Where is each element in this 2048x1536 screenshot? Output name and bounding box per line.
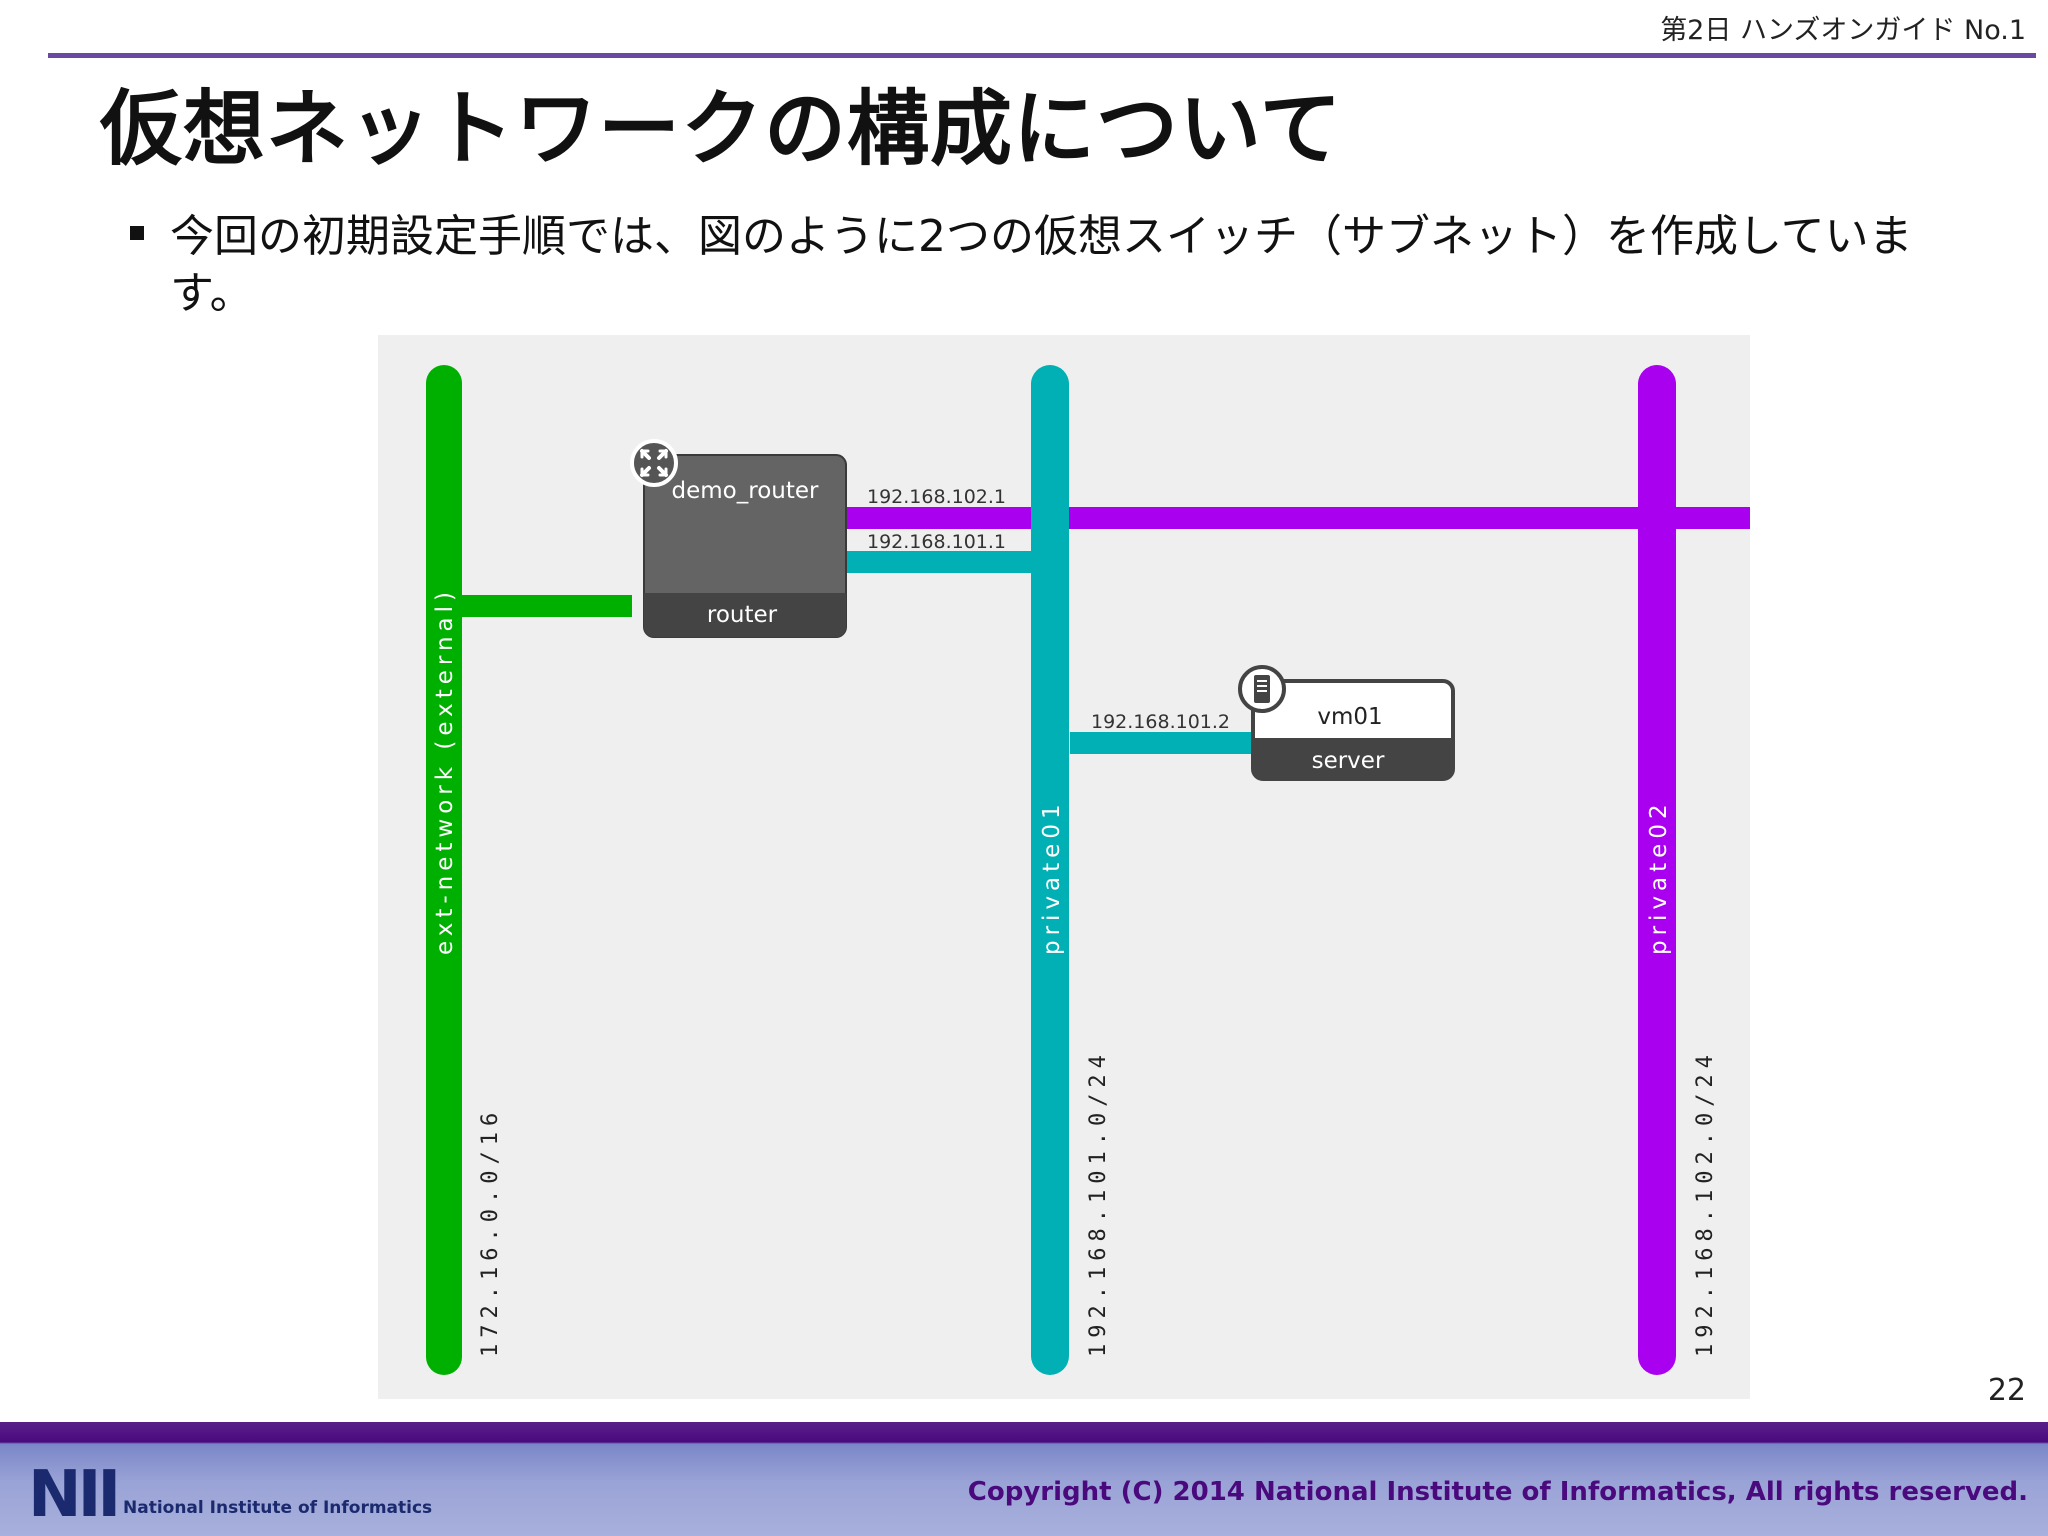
network-name-private02: private02 — [1646, 799, 1672, 955]
server-type-label: server — [1312, 748, 1385, 774]
bullet-marker — [130, 226, 144, 240]
link-server-private01 — [1070, 732, 1290, 754]
network-topology-diagram: ext-network (external) private01 private… — [378, 335, 1750, 1399]
nii-logo-text: National Institute of Informatics — [123, 1498, 433, 1518]
router-icon — [630, 439, 678, 487]
server-node[interactable]: vm01 server — [1238, 665, 1455, 781]
copyright-text: Copyright (C) 2014 National Institute of… — [967, 1477, 2028, 1507]
network-name-ext-network: ext-network (external) — [432, 587, 458, 955]
link-router-private02 — [844, 507, 1750, 529]
header-label: 第2日 ハンズオンガイド No.1 — [1660, 15, 2026, 46]
bullet-item: 今回の初期設定手順では、図のように2つの仮想スイッチ（サブネット）を作成していま… — [130, 208, 1960, 322]
network-name-private01: private01 — [1039, 799, 1065, 955]
router-ip-private02: 192.168.102.1 — [867, 486, 1006, 508]
nii-logo: NII — [28, 1458, 121, 1532]
slide-title: 仮想ネットワークの構成について — [100, 82, 1343, 177]
network-bar-private01 — [1031, 365, 1069, 1375]
footer-band — [0, 1422, 2048, 1536]
router-node[interactable]: demo_router router — [630, 439, 847, 638]
network-cidr-private02: 192.168.102.0/24 — [1693, 1049, 1718, 1357]
server-name: vm01 — [1317, 704, 1382, 730]
server-icon — [1238, 665, 1286, 713]
network-cidr-private01: 192.168.101.0/24 — [1086, 1049, 1111, 1357]
server-ip: 192.168.101.2 — [1091, 711, 1230, 733]
router-type-label: router — [707, 602, 778, 628]
page-number: 22 — [1987, 1373, 2026, 1408]
router-ip-private01: 192.168.101.1 — [867, 531, 1006, 553]
link-router-ext-network — [460, 595, 632, 617]
network-bar-private02 — [1638, 365, 1676, 1375]
network-cidr-ext-network: 172.16.0.0/16 — [478, 1107, 503, 1357]
topology-svg: ext-network (external) private01 private… — [426, 365, 1750, 1375]
router-name: demo_router — [672, 478, 819, 504]
network-bar-ext-network — [426, 365, 462, 1375]
bullet-text: 今回の初期設定手順では、図のように2つの仮想スイッチ（サブネット）を作成していま… — [170, 211, 1913, 319]
link-router-private01 — [844, 551, 1056, 573]
header-rule — [48, 53, 2036, 58]
